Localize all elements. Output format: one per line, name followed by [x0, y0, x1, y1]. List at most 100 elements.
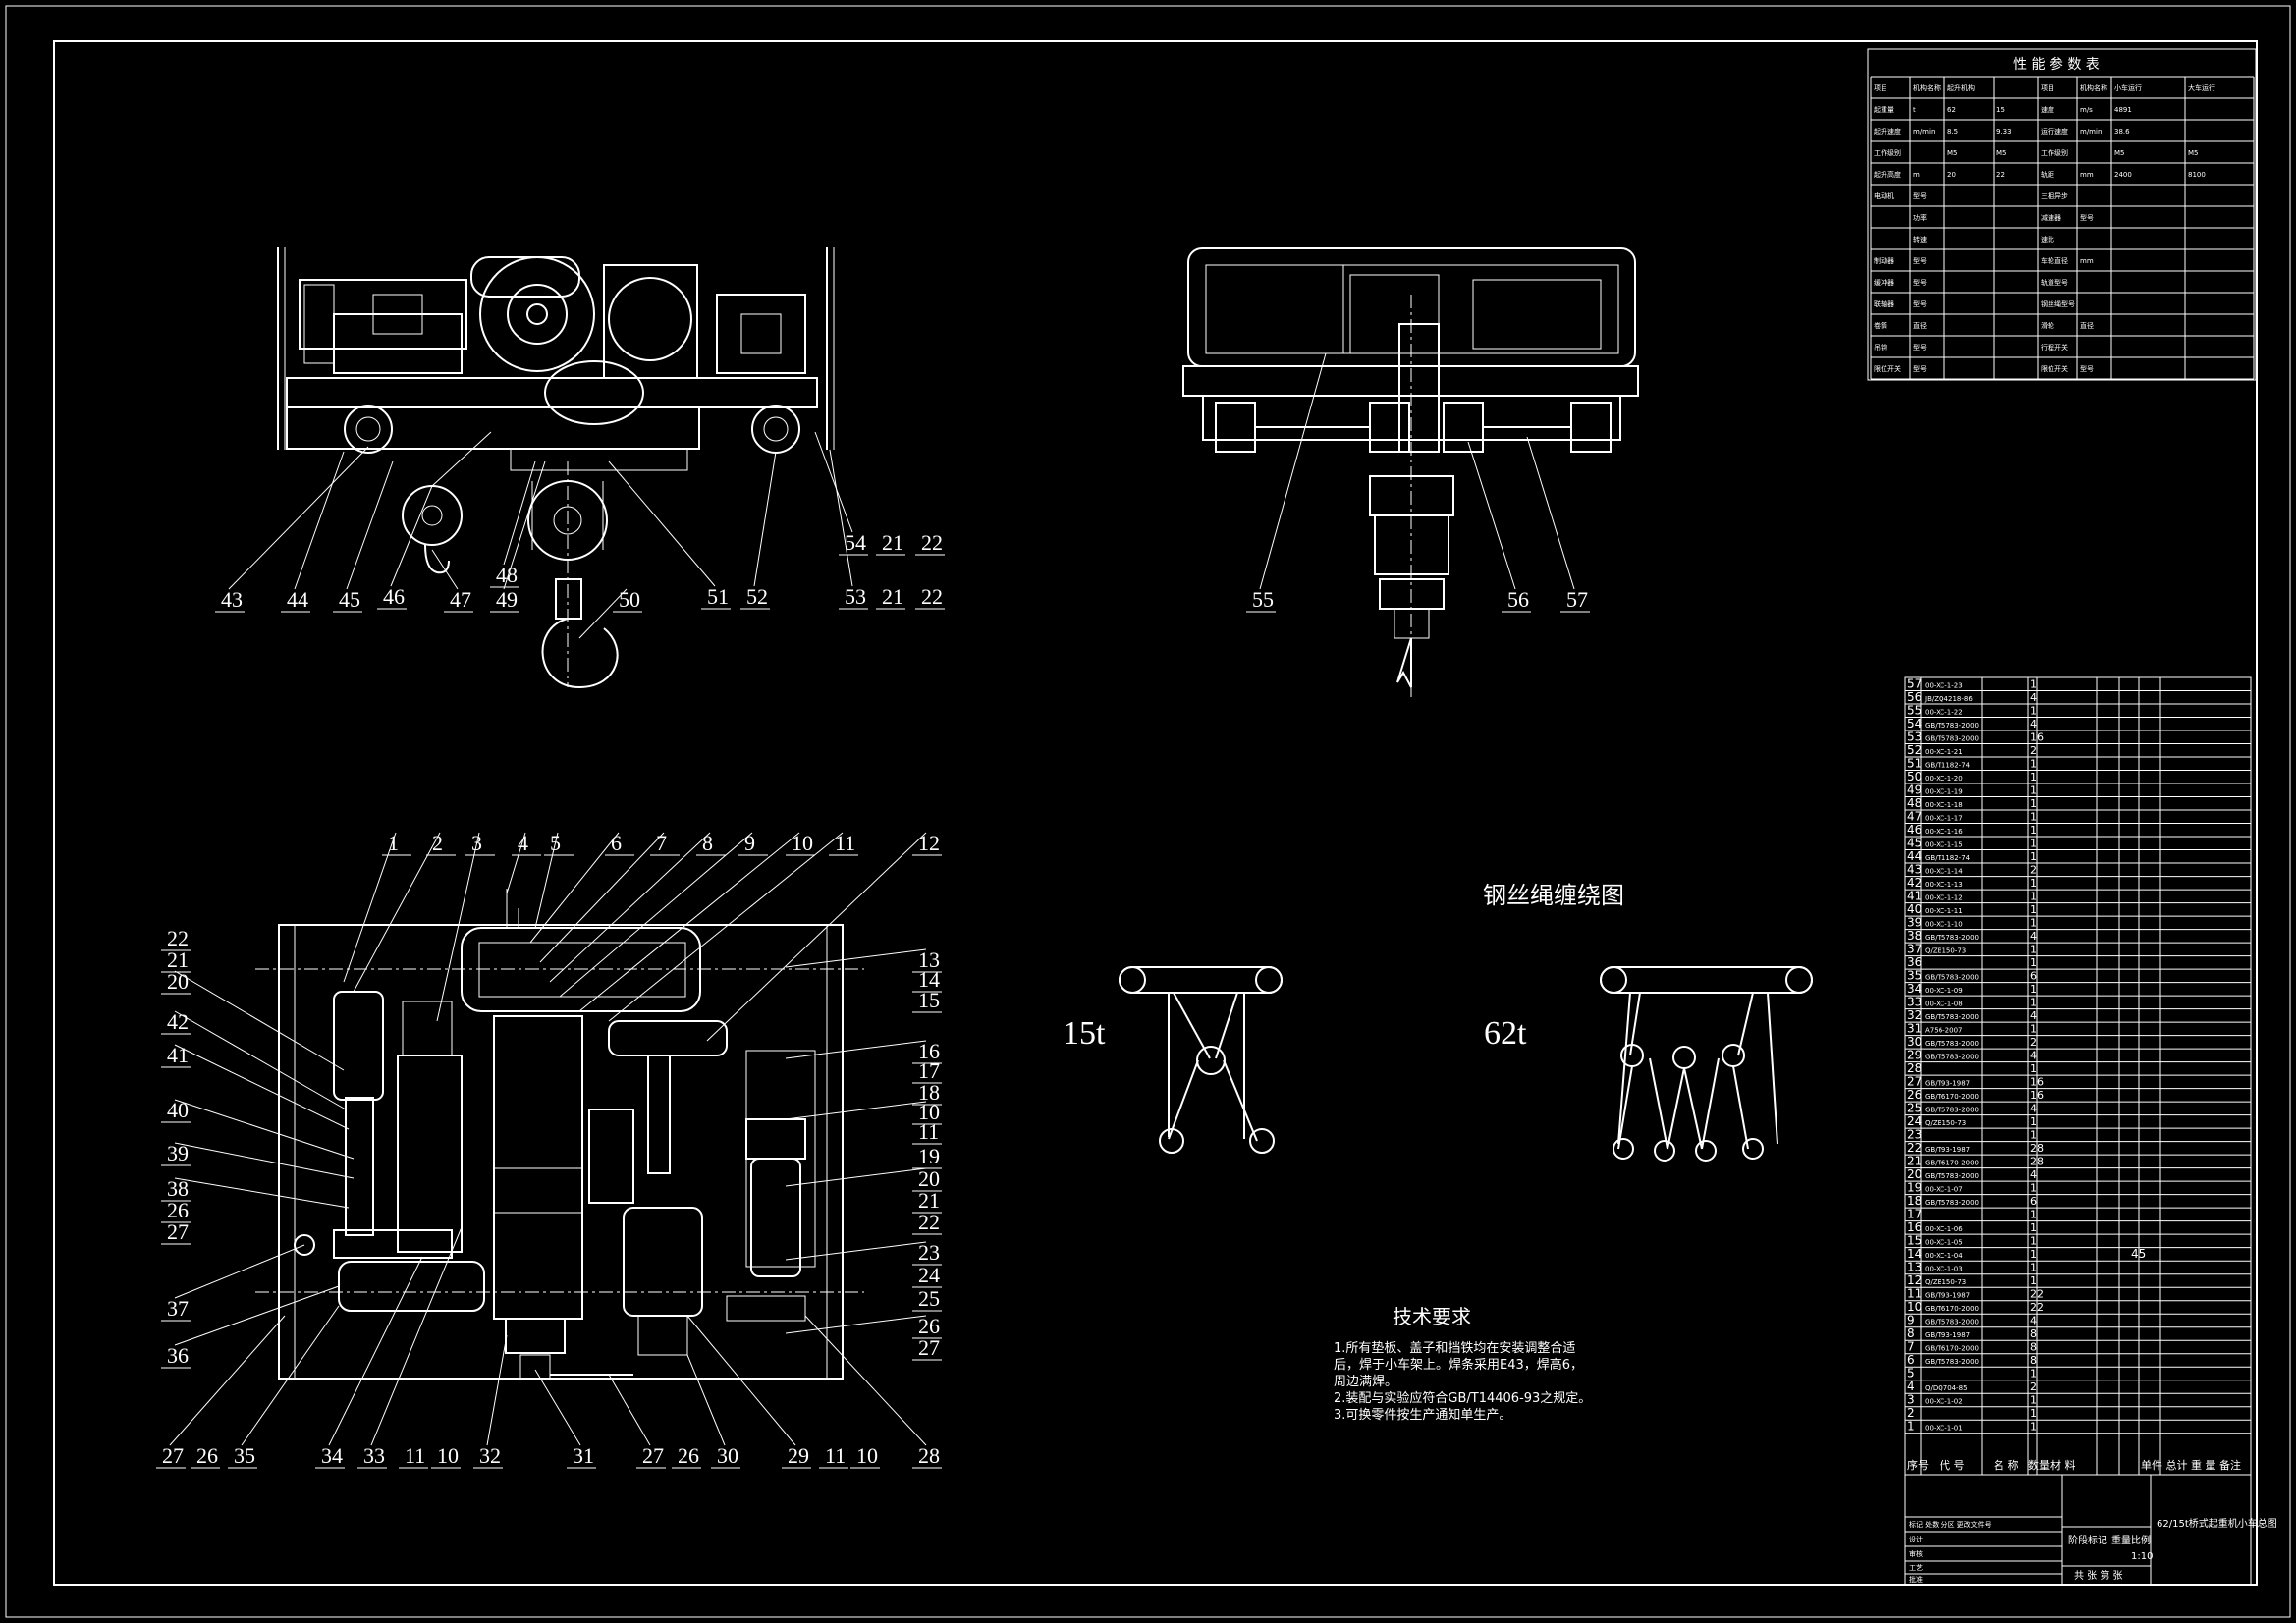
bom-item-no: 32: [1907, 1008, 1922, 1022]
scale-label: 比例: [2131, 1534, 2151, 1546]
bom-item-code: 00-XC-1-15: [1925, 841, 1963, 849]
part-number-label: 10: [792, 831, 813, 855]
bom-item-no: 47: [1907, 810, 1922, 824]
part-number-label: 11: [918, 1119, 939, 1144]
part-number-label: 57: [1566, 587, 1588, 612]
part-number-label: 18: [918, 1080, 940, 1105]
bom-item-qty: 4: [2030, 1009, 2037, 1022]
bom-item-qty: 16: [2030, 731, 2044, 744]
perf-cell: 项目: [1874, 84, 1887, 92]
perf-cell: 大车运行: [2188, 83, 2215, 92]
bom-item-no: 39: [1907, 916, 1922, 930]
bom-item-qty: 1: [2030, 1209, 2037, 1221]
bom-item-code: GB/T5783-2000: [1925, 1040, 1979, 1048]
perf-cell: 起升速度: [1874, 127, 1901, 135]
perf-cell: 滑轮: [2041, 321, 2054, 330]
bom-item-no: 25: [1907, 1102, 1922, 1115]
part-number-label: 7: [656, 831, 667, 855]
perf-cell: 机构名称: [1913, 83, 1941, 92]
bom-header-cell: 序号: [1907, 1458, 1929, 1472]
part-number-label: 10: [437, 1443, 459, 1468]
bom-item-code: 00-XC-1-05: [1925, 1239, 1963, 1247]
perf-cell: 速度: [2041, 105, 2054, 114]
bom-item-no: 10: [1907, 1300, 1922, 1314]
bom-item-no: 18: [1907, 1194, 1922, 1208]
bom-item-qty: 1: [2030, 1115, 2037, 1128]
bom-item-qty: 1: [2030, 838, 2037, 850]
bom-item-no: 42: [1907, 876, 1922, 890]
bom-item-qty: 1: [2030, 850, 2037, 863]
part-number-label: 19: [918, 1144, 940, 1168]
technical-requirements: 技术要求 1.所有垫板、盖子和挡铁均在安装调整合适 后，焊于小车架上。焊条采用E…: [1334, 1305, 1591, 1423]
bom-item-code: GB/T6170-2000: [1925, 1160, 1979, 1167]
perf-table-title: 性 能 参 数 表: [2013, 56, 2100, 73]
bom-item-qty: 1: [2030, 1182, 2037, 1195]
perf-cell: 缓冲器: [1874, 278, 1894, 287]
part-number-label: 3: [471, 831, 482, 855]
perf-cell: M5: [2188, 149, 2199, 157]
bom-item-qty: 1: [2030, 956, 2037, 969]
bom-item-no: 3: [1907, 1393, 1915, 1407]
bom-item-code: GB/T6170-2000: [1925, 1345, 1979, 1353]
bom-item-qty: 1: [2030, 917, 2037, 930]
perf-cell: m/s: [2080, 106, 2093, 114]
part-number-label: 20: [918, 1166, 940, 1191]
bom-item-no: 6: [1907, 1353, 1915, 1367]
bom-item-qty: 4: [2030, 1315, 2037, 1327]
rope-15t-label: 15t: [1063, 1015, 1106, 1052]
part-number-label: 52: [746, 584, 768, 609]
bom-item-no: 34: [1907, 982, 1922, 996]
perf-cell: 卷筒: [1874, 321, 1887, 330]
bom-item-no: 49: [1907, 784, 1922, 797]
bom-item-qty: 1: [2030, 824, 2037, 837]
bom-item-no: 31: [1907, 1022, 1922, 1036]
perf-cell: m/min: [2080, 128, 2102, 135]
perf-cell: 8.5: [1947, 128, 1958, 135]
bom-item-code: 00-XC-1-21: [1925, 748, 1963, 756]
bom-item-qty: 6: [2030, 970, 2037, 983]
part-number-label: 9: [744, 831, 755, 855]
perf-cell: 型号: [1913, 191, 1927, 200]
bom-item-code: 00-XC-1-02: [1925, 1398, 1963, 1406]
bom-item-qty: 1: [2030, 997, 2037, 1009]
bom-item-qty: 1: [2030, 784, 2037, 797]
part-number-label: 36: [167, 1343, 189, 1368]
bom-item-code: GB/T93-1987: [1925, 1146, 1970, 1154]
bom-item-no: 24: [1907, 1114, 1922, 1128]
bom-item-code: 00-XC-1-20: [1925, 775, 1963, 783]
bom-item-code: 00-XC-1-07: [1925, 1186, 1963, 1194]
perf-cell: 38.6: [2114, 128, 2130, 135]
bom-item-no: 14: [1907, 1247, 1922, 1261]
hoist-side-elevation: [277, 247, 835, 689]
perf-cell: 电动机: [1874, 191, 1894, 200]
part-number-label: 23: [918, 1240, 940, 1265]
part-number-label: 13: [918, 947, 940, 972]
bom-item-code: GB/T5783-2000: [1925, 974, 1979, 982]
bom-item-qty: 16: [2030, 1076, 2044, 1089]
part-number-label: 26: [918, 1314, 940, 1338]
perf-cell: M5: [1947, 149, 1958, 157]
bom-item-qty: 28: [2030, 1156, 2044, 1168]
bom-item-qty: 1: [2030, 1235, 2037, 1248]
part-number-label: 21: [882, 584, 903, 609]
part-number-label: 44: [287, 587, 308, 612]
rope-reeving-diagram: 钢丝绳缠绕图 15t 62t: [1063, 882, 1813, 1162]
bom-item-no: 48: [1907, 796, 1922, 810]
part-number-label: 10: [918, 1100, 940, 1124]
outer-border: [5, 5, 2291, 1618]
bom-item-code: 00-XC-1-10: [1925, 921, 1963, 929]
bom-item-qty: 22: [2030, 1301, 2044, 1314]
part-number-label: 27: [162, 1443, 184, 1468]
part-number-label: 28: [918, 1443, 940, 1468]
part-number-label: 11: [835, 831, 855, 855]
bom-item-no: 50: [1907, 770, 1922, 784]
bom-item-code: 00-XC-1-11: [1925, 907, 1963, 915]
bom-item-qty: 1: [2030, 1274, 2037, 1287]
bom-item-code: GB/T5783-2000: [1925, 735, 1979, 743]
part-number-label: 22: [918, 1210, 940, 1234]
bom-item-no: 9: [1907, 1314, 1915, 1327]
bom-item-no: 45: [1907, 837, 1922, 850]
bom-item-code: 00-XC-1-06: [1925, 1225, 1963, 1233]
bom-item-no: 52: [1907, 743, 1922, 757]
